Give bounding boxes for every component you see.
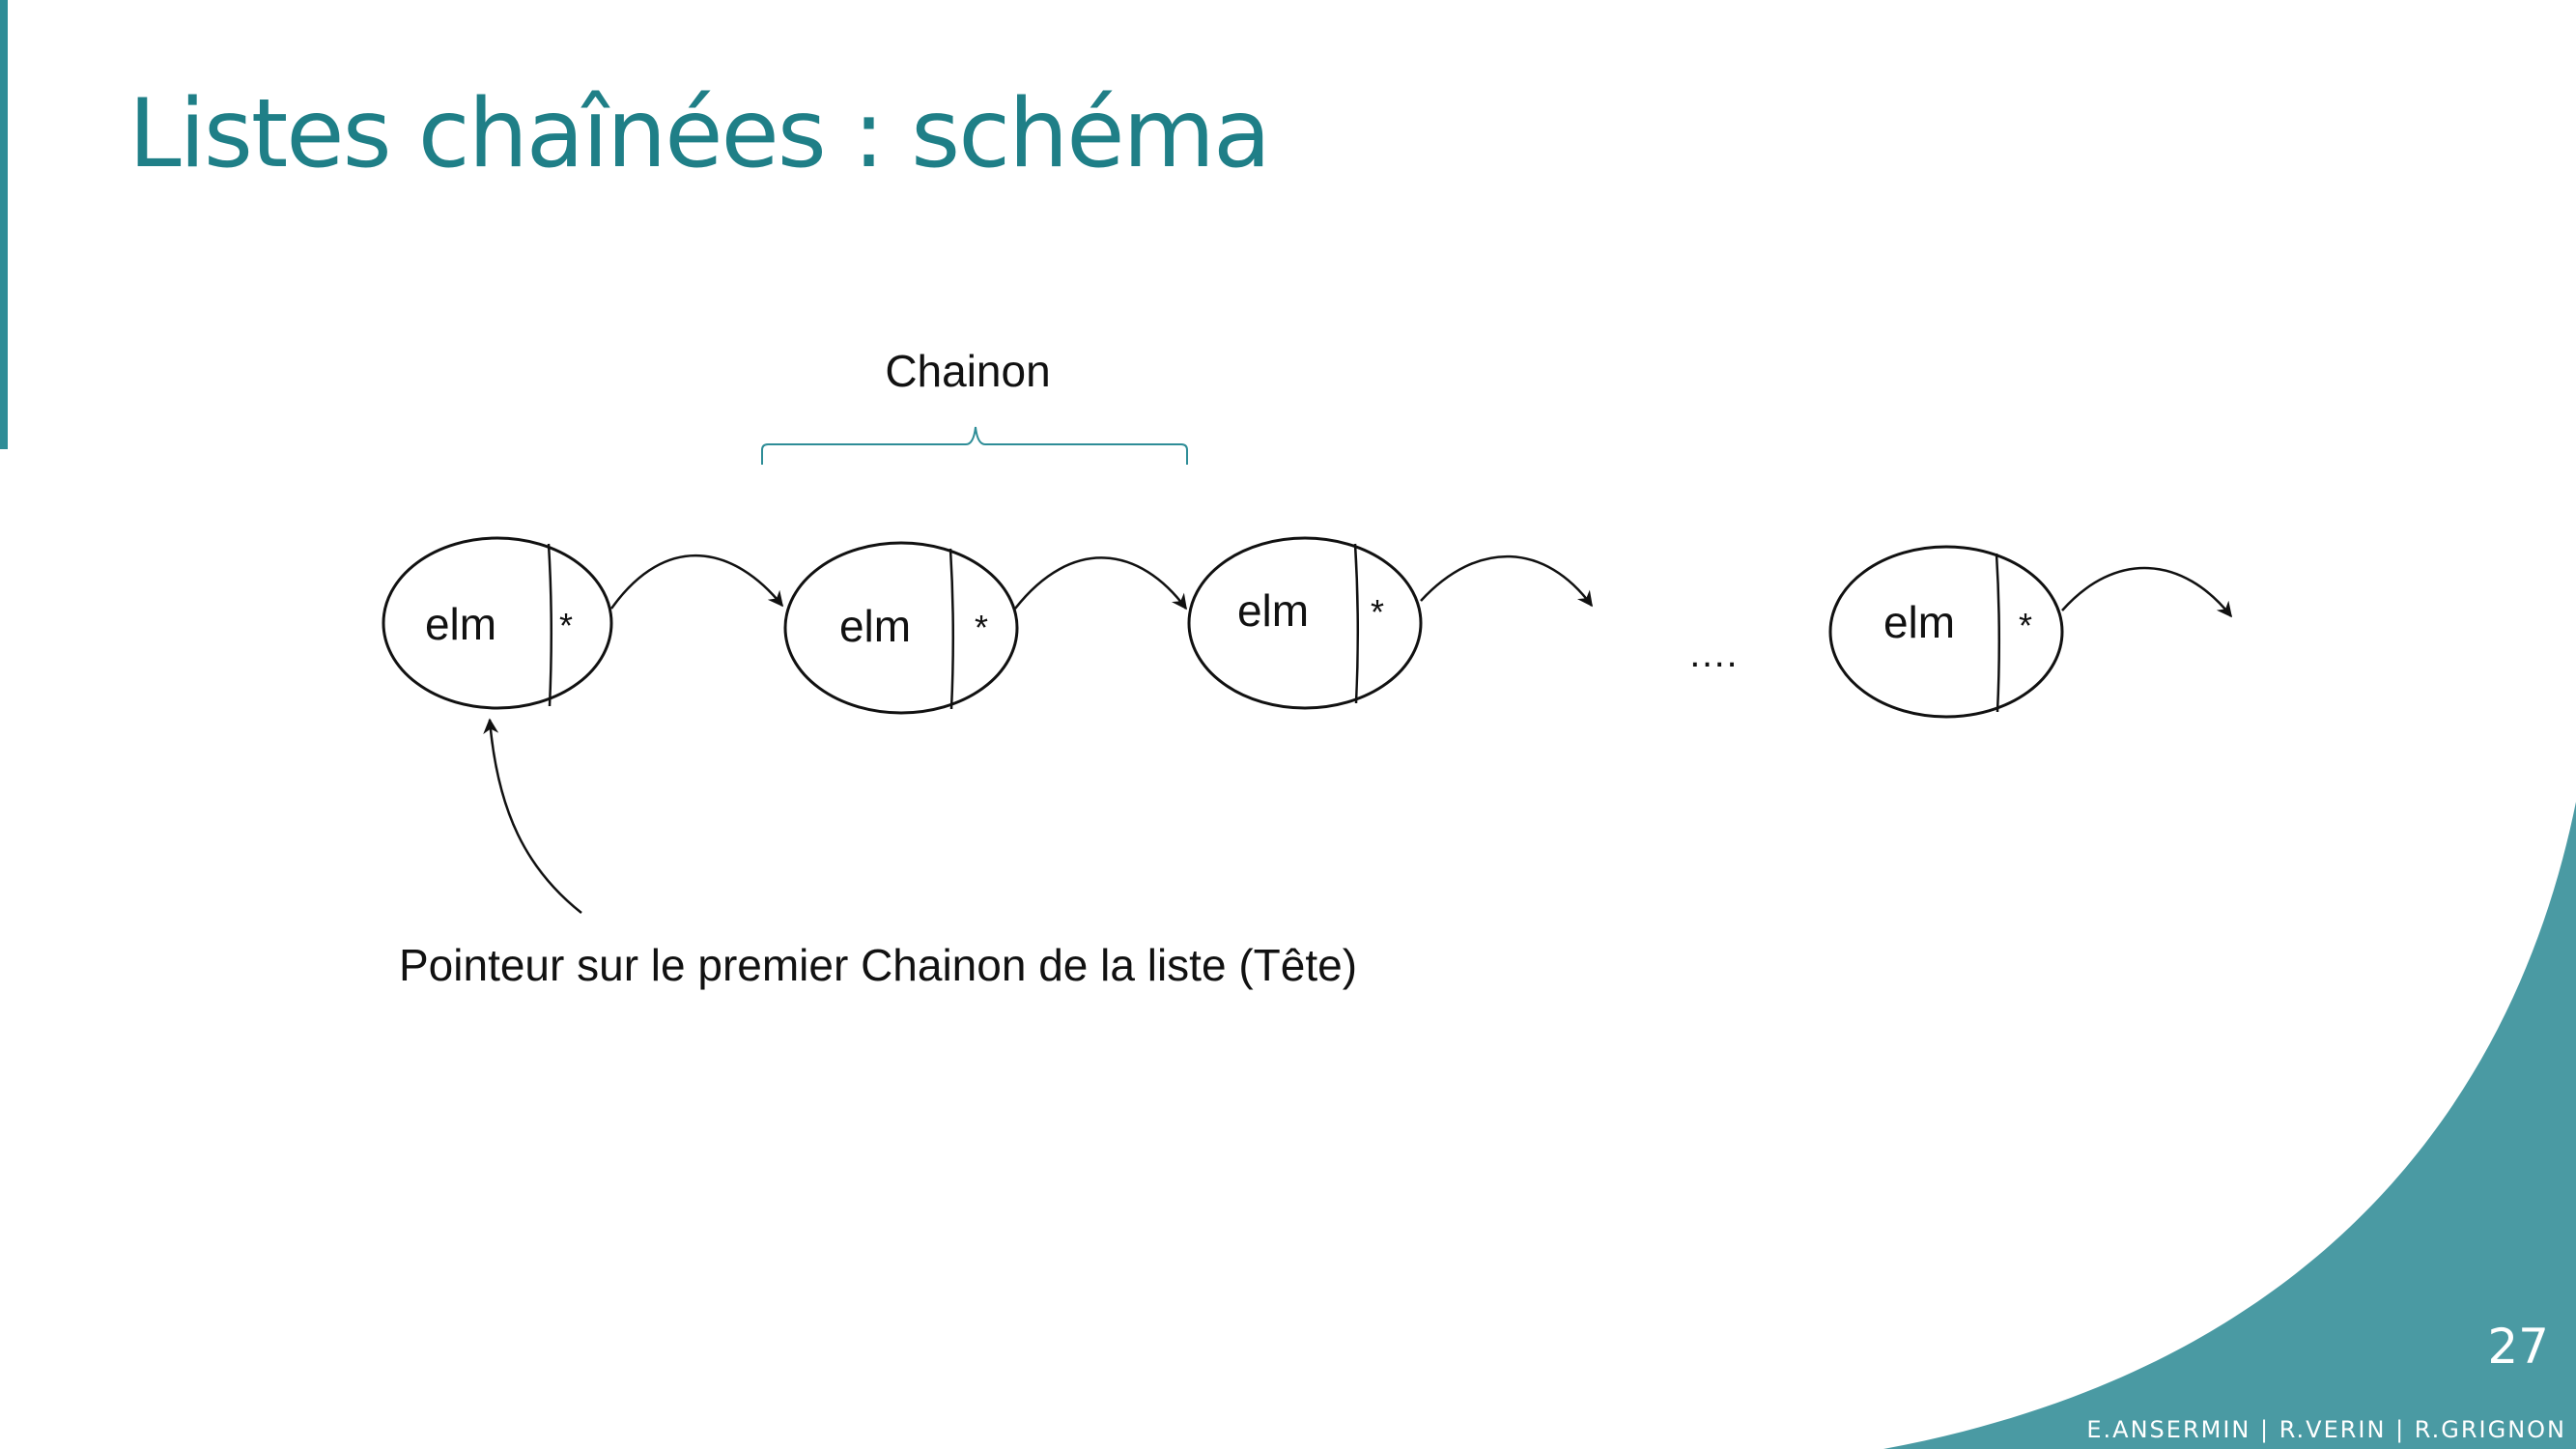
next-arrow — [2061, 566, 2232, 618]
node-value: elm — [1237, 585, 1309, 636]
chainon-label: Chainon — [885, 346, 1050, 396]
left-accent-bar — [0, 0, 8, 449]
ellipsis: …. — [1687, 633, 1737, 675]
next-arrow — [1014, 556, 1188, 611]
node-pointer: * — [1371, 592, 1384, 632]
list-node: elm * — [1828, 545, 2064, 719]
list-node: elm * — [783, 541, 1019, 715]
slide-title: Listes chaînées : schéma — [128, 79, 1271, 189]
footer-authors: E.ANSERMIN | R.VERIN | R.GRIGNON — [2086, 1416, 2566, 1443]
next-arrow — [609, 554, 784, 610]
node-value: elm — [839, 601, 911, 651]
list-node: elm * — [382, 536, 613, 710]
node-value: elm — [1883, 597, 1955, 647]
page-number: 27 — [2487, 1319, 2549, 1375]
node-pointer: * — [2019, 606, 2032, 645]
node-pointer: * — [559, 606, 573, 645]
node-pointer: * — [975, 608, 988, 647]
list-node: elm * — [1187, 536, 1423, 710]
node-value: elm — [425, 599, 496, 649]
corner-decoration — [1883, 802, 2576, 1449]
chainon-brace — [761, 426, 1188, 465]
next-arrow — [1420, 554, 1594, 608]
head-pointer-caption: Pointeur sur le premier Chainon de la li… — [399, 940, 1357, 990]
head-pointer-arrow — [483, 718, 582, 914]
